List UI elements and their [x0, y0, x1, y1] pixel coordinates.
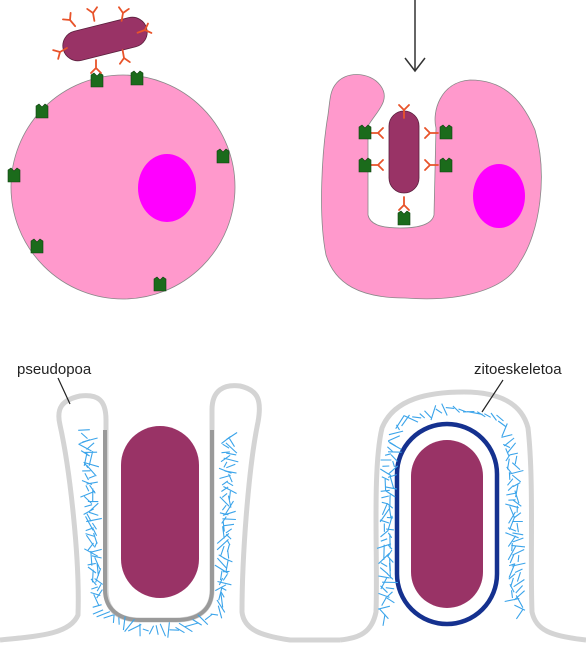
cytoskeleton-label: zitoeskeletoa: [474, 361, 562, 378]
receptor-icon: [36, 104, 48, 118]
cytoskeleton-callout: zitoeskeletoa: [474, 361, 562, 412]
bacterium: [389, 111, 419, 193]
opsonized-bacterium: [53, 7, 151, 73]
receptor-icon: [131, 71, 143, 85]
pseudopod-label: pseudopoa: [17, 361, 92, 378]
receptor-icon: [91, 73, 103, 87]
bacterium: [121, 426, 199, 598]
antibody-icon: [91, 60, 101, 73]
antibody-icon: [87, 7, 99, 22]
antibody-icon: [63, 13, 79, 29]
actin-filaments: [503, 444, 519, 601]
bacterium: [411, 440, 483, 608]
phagosome-panel: zitoeskeletoa: [340, 361, 586, 640]
antibody-icon: [370, 160, 383, 170]
downward-arrow-icon: [405, 0, 425, 71]
cell-before-engulfment: [8, 71, 235, 299]
nucleus: [138, 154, 196, 222]
antibody-icon: [118, 49, 130, 64]
antibody-icon: [370, 128, 383, 138]
cell-engulfing: [322, 74, 542, 298]
receptor-icon: [398, 211, 410, 225]
pseudopod-panel: pseudopoa: [0, 361, 340, 640]
antibody-icon: [399, 197, 409, 210]
bacterium: [60, 14, 151, 64]
nucleus: [473, 164, 525, 228]
